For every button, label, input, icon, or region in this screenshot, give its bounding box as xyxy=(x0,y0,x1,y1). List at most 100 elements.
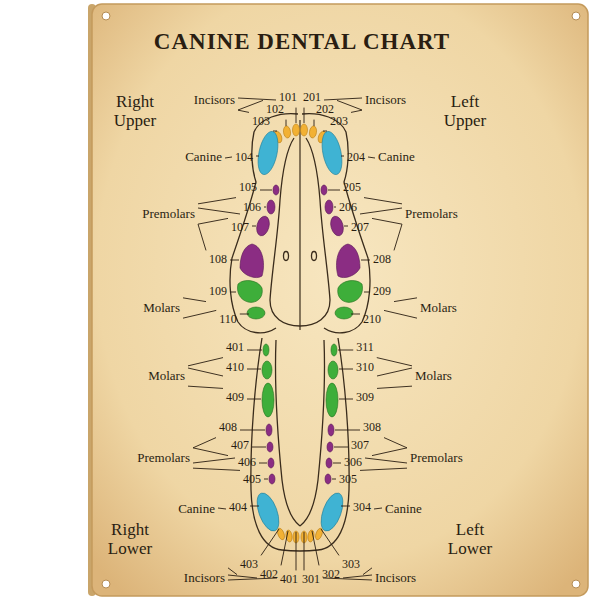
tooth-number: 205 xyxy=(343,181,361,194)
tooth-leader xyxy=(333,463,341,464)
tooth-leader xyxy=(286,120,287,126)
group-leader xyxy=(193,438,216,448)
group-leader xyxy=(363,568,372,575)
group-leader xyxy=(372,448,407,456)
group-leader xyxy=(360,468,407,470)
tooth-leader xyxy=(341,506,350,507)
tooth-leader xyxy=(273,131,277,132)
group-leader xyxy=(198,208,240,214)
tooth-number: 404 xyxy=(229,501,247,514)
group-leader xyxy=(377,358,412,366)
region-label: Canine xyxy=(185,150,222,164)
tooth-leader xyxy=(339,369,353,370)
group-leader xyxy=(198,224,206,250)
tooth-number: 408 xyxy=(219,421,237,434)
region-label: Molars xyxy=(148,369,185,383)
tooth-leader xyxy=(339,399,353,400)
tooth-number: 103 xyxy=(252,115,270,128)
tooth-leader xyxy=(321,529,339,555)
group-leader xyxy=(238,110,249,112)
group-leader xyxy=(193,458,235,463)
tooth-leader xyxy=(304,532,305,570)
tooth-number: 207 xyxy=(351,221,369,234)
tooth-leader xyxy=(351,314,360,315)
tooth-leader xyxy=(252,447,266,448)
tooth-leader xyxy=(344,226,348,227)
tooth-number: 307 xyxy=(351,439,369,452)
tooth-leader xyxy=(323,131,327,132)
region-label: Incisors xyxy=(375,571,416,585)
region-label: Incisors xyxy=(184,571,225,585)
tooth-leader xyxy=(296,532,297,570)
tooth-leader xyxy=(361,260,370,261)
tooth-leader xyxy=(247,399,261,400)
tooth-leader xyxy=(240,314,249,315)
tooth-number: 206 xyxy=(339,201,357,214)
region-label: Canine xyxy=(178,502,215,516)
tooth-number: 308 xyxy=(363,421,381,434)
group-leader xyxy=(228,568,237,575)
tooth-number: 110 xyxy=(219,313,237,326)
group-leader xyxy=(394,224,402,250)
tooth-number: 105 xyxy=(239,181,257,194)
tooth-number: 304 xyxy=(353,501,371,514)
tooth-number: 203 xyxy=(330,115,348,128)
group-leader xyxy=(324,98,362,100)
left-half xyxy=(300,114,370,551)
region-label: Incisors xyxy=(194,93,235,107)
group-leader xyxy=(364,198,402,204)
tooth-leader xyxy=(264,479,268,480)
tooth-leader xyxy=(260,190,272,191)
group-leader xyxy=(183,310,216,318)
tooth-number: 409 xyxy=(226,391,244,404)
region-label: Left Upper xyxy=(435,93,495,130)
group-leader xyxy=(384,438,407,448)
group-leader xyxy=(188,386,223,388)
group-leader xyxy=(394,298,417,302)
group-leader xyxy=(228,575,257,578)
tooth-leader xyxy=(256,156,259,157)
right-half xyxy=(230,114,300,551)
group-leader xyxy=(368,157,375,158)
group-leader xyxy=(183,298,206,302)
tooth-leader xyxy=(264,207,266,208)
tooth-number: 303 xyxy=(342,558,360,571)
region-label: Canine xyxy=(385,502,422,516)
midline xyxy=(299,120,300,330)
mounting-holes xyxy=(102,12,580,588)
tooth-number: 402 xyxy=(260,568,278,581)
region-label: Premolars xyxy=(410,451,463,465)
tooth-number: 104 xyxy=(235,151,253,164)
tooth-leader xyxy=(332,479,336,480)
tooth-leader xyxy=(334,207,336,208)
tooth-leader xyxy=(296,108,297,123)
group-leader xyxy=(198,198,236,204)
group-leader xyxy=(377,386,412,388)
tooth-leader xyxy=(230,260,239,261)
group-leader xyxy=(238,98,276,100)
tooth-number: 405 xyxy=(243,473,261,486)
tooth-number: 401 xyxy=(280,573,298,586)
tooth-leader xyxy=(304,108,305,123)
tooth-number: 210 xyxy=(363,313,381,326)
tooth-leader xyxy=(230,292,236,293)
group-leader xyxy=(188,368,223,376)
group-leader xyxy=(377,368,412,376)
tooth-leader xyxy=(259,463,267,464)
tooth-leader xyxy=(250,506,259,507)
region-label: Right Upper xyxy=(105,93,165,130)
tooth-number: 109 xyxy=(209,285,227,298)
tooth-number: 302 xyxy=(322,568,340,581)
tooth-leader xyxy=(252,226,256,227)
group-leader xyxy=(365,458,407,463)
group-leader xyxy=(188,358,223,366)
tooth-leader xyxy=(328,190,340,191)
tooth-leader xyxy=(247,350,262,351)
group-leader xyxy=(343,575,372,578)
tooth-leader xyxy=(261,529,279,555)
tooth-number: 309 xyxy=(356,391,374,404)
tooth-number: 106 xyxy=(243,201,261,214)
